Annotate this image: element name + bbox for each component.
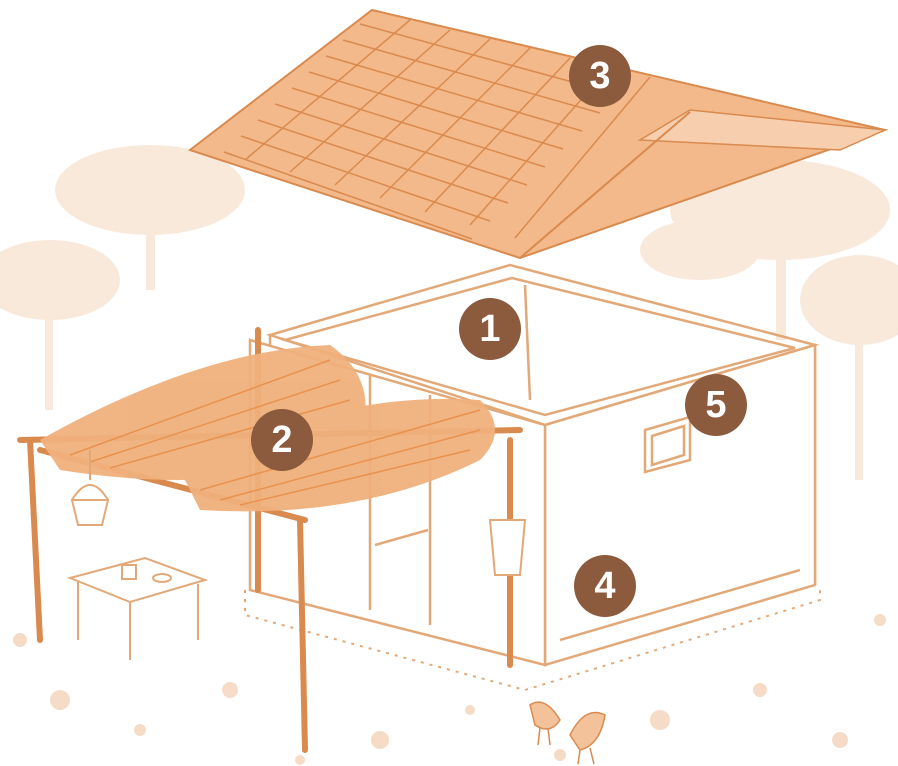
side-table xyxy=(70,558,205,660)
marker-1-label: 1 xyxy=(479,310,500,348)
chickens xyxy=(530,702,605,764)
marker-5: 5 xyxy=(685,374,747,436)
marker-3-label: 3 xyxy=(589,57,610,95)
marker-3: 3 xyxy=(569,45,631,107)
marker-2-label: 2 xyxy=(271,421,292,459)
marker-1: 1 xyxy=(459,298,521,360)
marker-4: 4 xyxy=(574,555,636,617)
marker-4-label: 4 xyxy=(594,567,615,605)
marker-5-label: 5 xyxy=(705,386,726,424)
marker-2: 2 xyxy=(251,409,313,471)
hanging-bag xyxy=(490,520,525,575)
